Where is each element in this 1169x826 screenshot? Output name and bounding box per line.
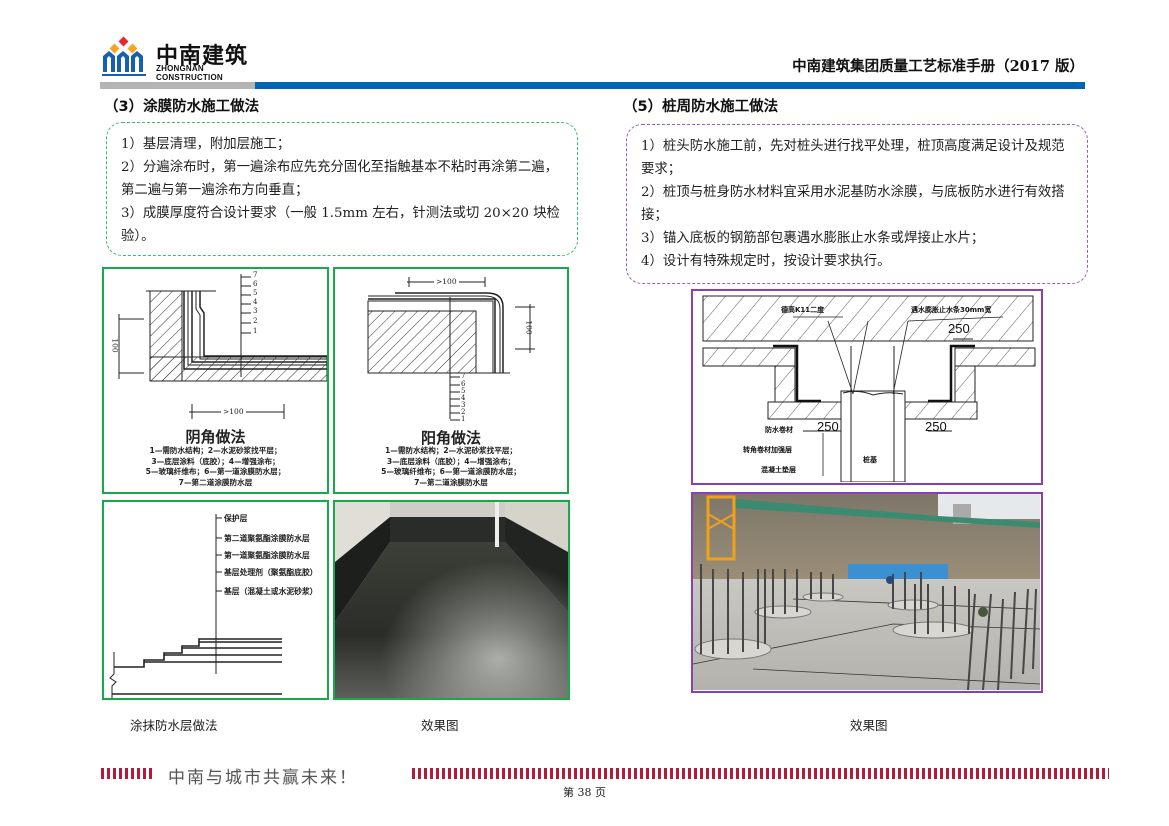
figure-title: 阳角做法 xyxy=(420,429,481,447)
dimension-top: 250 xyxy=(948,321,970,336)
logo-underline xyxy=(102,74,146,76)
legend-line: 5—玻璃纤维布；6—第一道涂膜防水层； xyxy=(145,467,286,476)
legend-line: 3—底层涂料（底胶）；4—增强涂布； xyxy=(386,456,516,466)
logo-icon xyxy=(103,36,143,72)
note-item: 3）锚入底板的钢筋部包裹遇水膨胀止水条或焊接止水片； xyxy=(641,231,985,246)
dimension-right: 250 xyxy=(925,419,947,434)
layer-label: 基层（混凝土或水泥砂浆） xyxy=(224,587,318,596)
footer-slogan: 中南与城市共赢未来！ xyxy=(168,768,358,788)
construction-site-photo xyxy=(693,494,1041,691)
legend-line: 1—需防水结构；2—水泥砂浆找平层； xyxy=(149,446,282,455)
label-concrete-cushion: 混凝土垫层 xyxy=(761,466,796,474)
layer-number: 5 xyxy=(461,387,466,395)
section-title-coating: （3）涂膜防水施工做法 xyxy=(104,99,260,115)
layer-number: 3 xyxy=(461,401,466,409)
caption-effect-left: 效果图 xyxy=(421,718,459,733)
layer-label: 保护层 xyxy=(224,514,248,523)
dimension-horizontal: >100 xyxy=(221,407,246,416)
legend-line: 3—底层涂料（底胶）；4—增强涂布； xyxy=(151,456,280,466)
layer-number: 6 xyxy=(461,380,466,388)
logo-text-en: ZHONGNAN CONSTRUCTION xyxy=(156,64,223,82)
document-title: 中南建筑集团质量工艺标准手册（2017 版） xyxy=(792,58,1084,75)
layer-label: 第一道聚氨酯涂膜防水层 xyxy=(224,551,310,560)
photo-coating-effect xyxy=(333,500,570,700)
inside-corner-diagram xyxy=(118,274,327,419)
legend-line: 1—需防水结构；2—水泥砂浆找平层； xyxy=(384,446,518,455)
label-corner-reinforcement: 转角卷材加强层 xyxy=(743,446,792,454)
header-bar-gray xyxy=(100,82,255,89)
label-pile: 桩基 xyxy=(863,456,877,464)
layer-number: 2 xyxy=(253,317,258,325)
logo-text-cn: 中南建筑 xyxy=(156,44,249,69)
layer-number: 3 xyxy=(253,307,258,315)
note-item: 2）桩顶与桩身防水材料宜采用水泥基防水涂膜，与底板防水进行有效搭接； xyxy=(641,185,1065,223)
layer-number: 5 xyxy=(253,289,258,297)
legend-line: 5—玻璃纤维布；6—第一道涂膜防水层； xyxy=(381,467,521,476)
caption-effect-right: 效果图 xyxy=(850,718,888,733)
legend-line: 7—第二道涂膜防水层 xyxy=(414,477,488,487)
figure-legend: 1—需防水结构；2—水泥砂浆找平层； 3—底层涂料（底胶）；4—增强涂布； 5—… xyxy=(335,446,567,488)
label-membrane: 防水卷材 xyxy=(765,426,793,434)
layer-number: 1 xyxy=(461,415,466,423)
figure-inside-corner: 7 6 5 4 3 2 1 100 >100 阴角做法 1—需防水结构；2—水泥… xyxy=(102,267,329,494)
header-bar-blue xyxy=(255,82,1085,89)
coating-notes-box: 1）基层清理，附加层施工； 2）分遍涂布时，第一遍涂布应先充分固化至指触基本不粘… xyxy=(106,122,578,256)
note-item: 1）桩头防水施工前，先对桩头进行找平处理，桩顶高度满足设计及规范要求； xyxy=(641,139,1065,177)
layer-number: 7 xyxy=(461,372,466,380)
layer-number: 4 xyxy=(253,298,258,306)
company-logo: 中南建筑 ZHONGNAN CONSTRUCTION xyxy=(100,36,260,82)
outside-corner-diagram xyxy=(367,277,535,421)
dimension-vertical: 100 xyxy=(524,320,534,335)
note-item: 1）基层清理，附加层施工； xyxy=(121,137,291,152)
photo-pile-effect xyxy=(691,492,1043,693)
note-item: 3）成膜厚度符合设计要求（一般 1.5mm 左右，针测法或切 20×20 块检验… xyxy=(121,206,560,244)
dimension-vertical: 100 xyxy=(110,338,120,353)
figure-pile-waterproof-cad: 德高K11二度 遇水膨胀止水条30mm宽 250 250 250 防水卷材 转角… xyxy=(691,289,1043,485)
page-number: 第 38 页 xyxy=(563,786,606,799)
layer-number: 2 xyxy=(461,408,466,416)
dimension-left: 250 xyxy=(817,419,839,434)
note-item: 2）分遍涂布时，第一遍涂布应先充分固化至指触基本不粘时再涂第二遍，第二遍与第一遍… xyxy=(121,160,559,198)
pile-notes-box: 1）桩头防水施工前，先对桩头进行找平处理，桩顶高度满足设计及规范要求； 2）桩顶… xyxy=(626,124,1088,284)
layer-label: 第二道聚氨酯涂膜防水层 xyxy=(224,534,310,543)
layer-number: 1 xyxy=(253,327,258,335)
label-waterstop: 遇水膨胀止水条30mm宽 xyxy=(911,306,992,314)
dimension-horizontal: >100 xyxy=(434,277,459,286)
note-item: 4）设计有特殊规定时，按设计要求执行。 xyxy=(641,254,891,269)
coating-layers-diagram xyxy=(109,514,282,698)
figure-legend: 1—需防水结构；2—水泥砂浆找平层； 3—底层涂料（底胶）；4—增强涂布； 5—… xyxy=(104,446,327,488)
footer-stripes-right xyxy=(412,768,1109,779)
figure-coating-layers: 保护层 第二道聚氨酯涂膜防水层 第一道聚氨酯涂膜防水层 基层处理剂（聚氨酯底胶）… xyxy=(102,500,329,700)
legend-line: 7—第二道涂膜防水层 xyxy=(178,477,253,487)
pile-section-drawing xyxy=(702,295,1036,482)
figure-outside-corner: >100 100 7 6 5 4 3 2 1 阳角做法 1—需防水结构；2—水泥… xyxy=(333,267,569,494)
footer-stripes-left xyxy=(101,768,153,779)
layer-number: 4 xyxy=(461,394,466,402)
caption-coating-method: 涂抹防水层做法 xyxy=(130,718,218,733)
label-k11: 德高K11二度 xyxy=(781,306,825,314)
layer-label: 基层处理剂（聚氨酯底胶） xyxy=(224,568,318,577)
coated-pit-photo xyxy=(335,502,568,698)
layer-number: 6 xyxy=(253,280,258,288)
section-title-pile: （5）桩周防水施工做法 xyxy=(623,99,779,115)
layer-number: 7 xyxy=(253,271,258,279)
figure-title: 阴角做法 xyxy=(185,428,246,446)
